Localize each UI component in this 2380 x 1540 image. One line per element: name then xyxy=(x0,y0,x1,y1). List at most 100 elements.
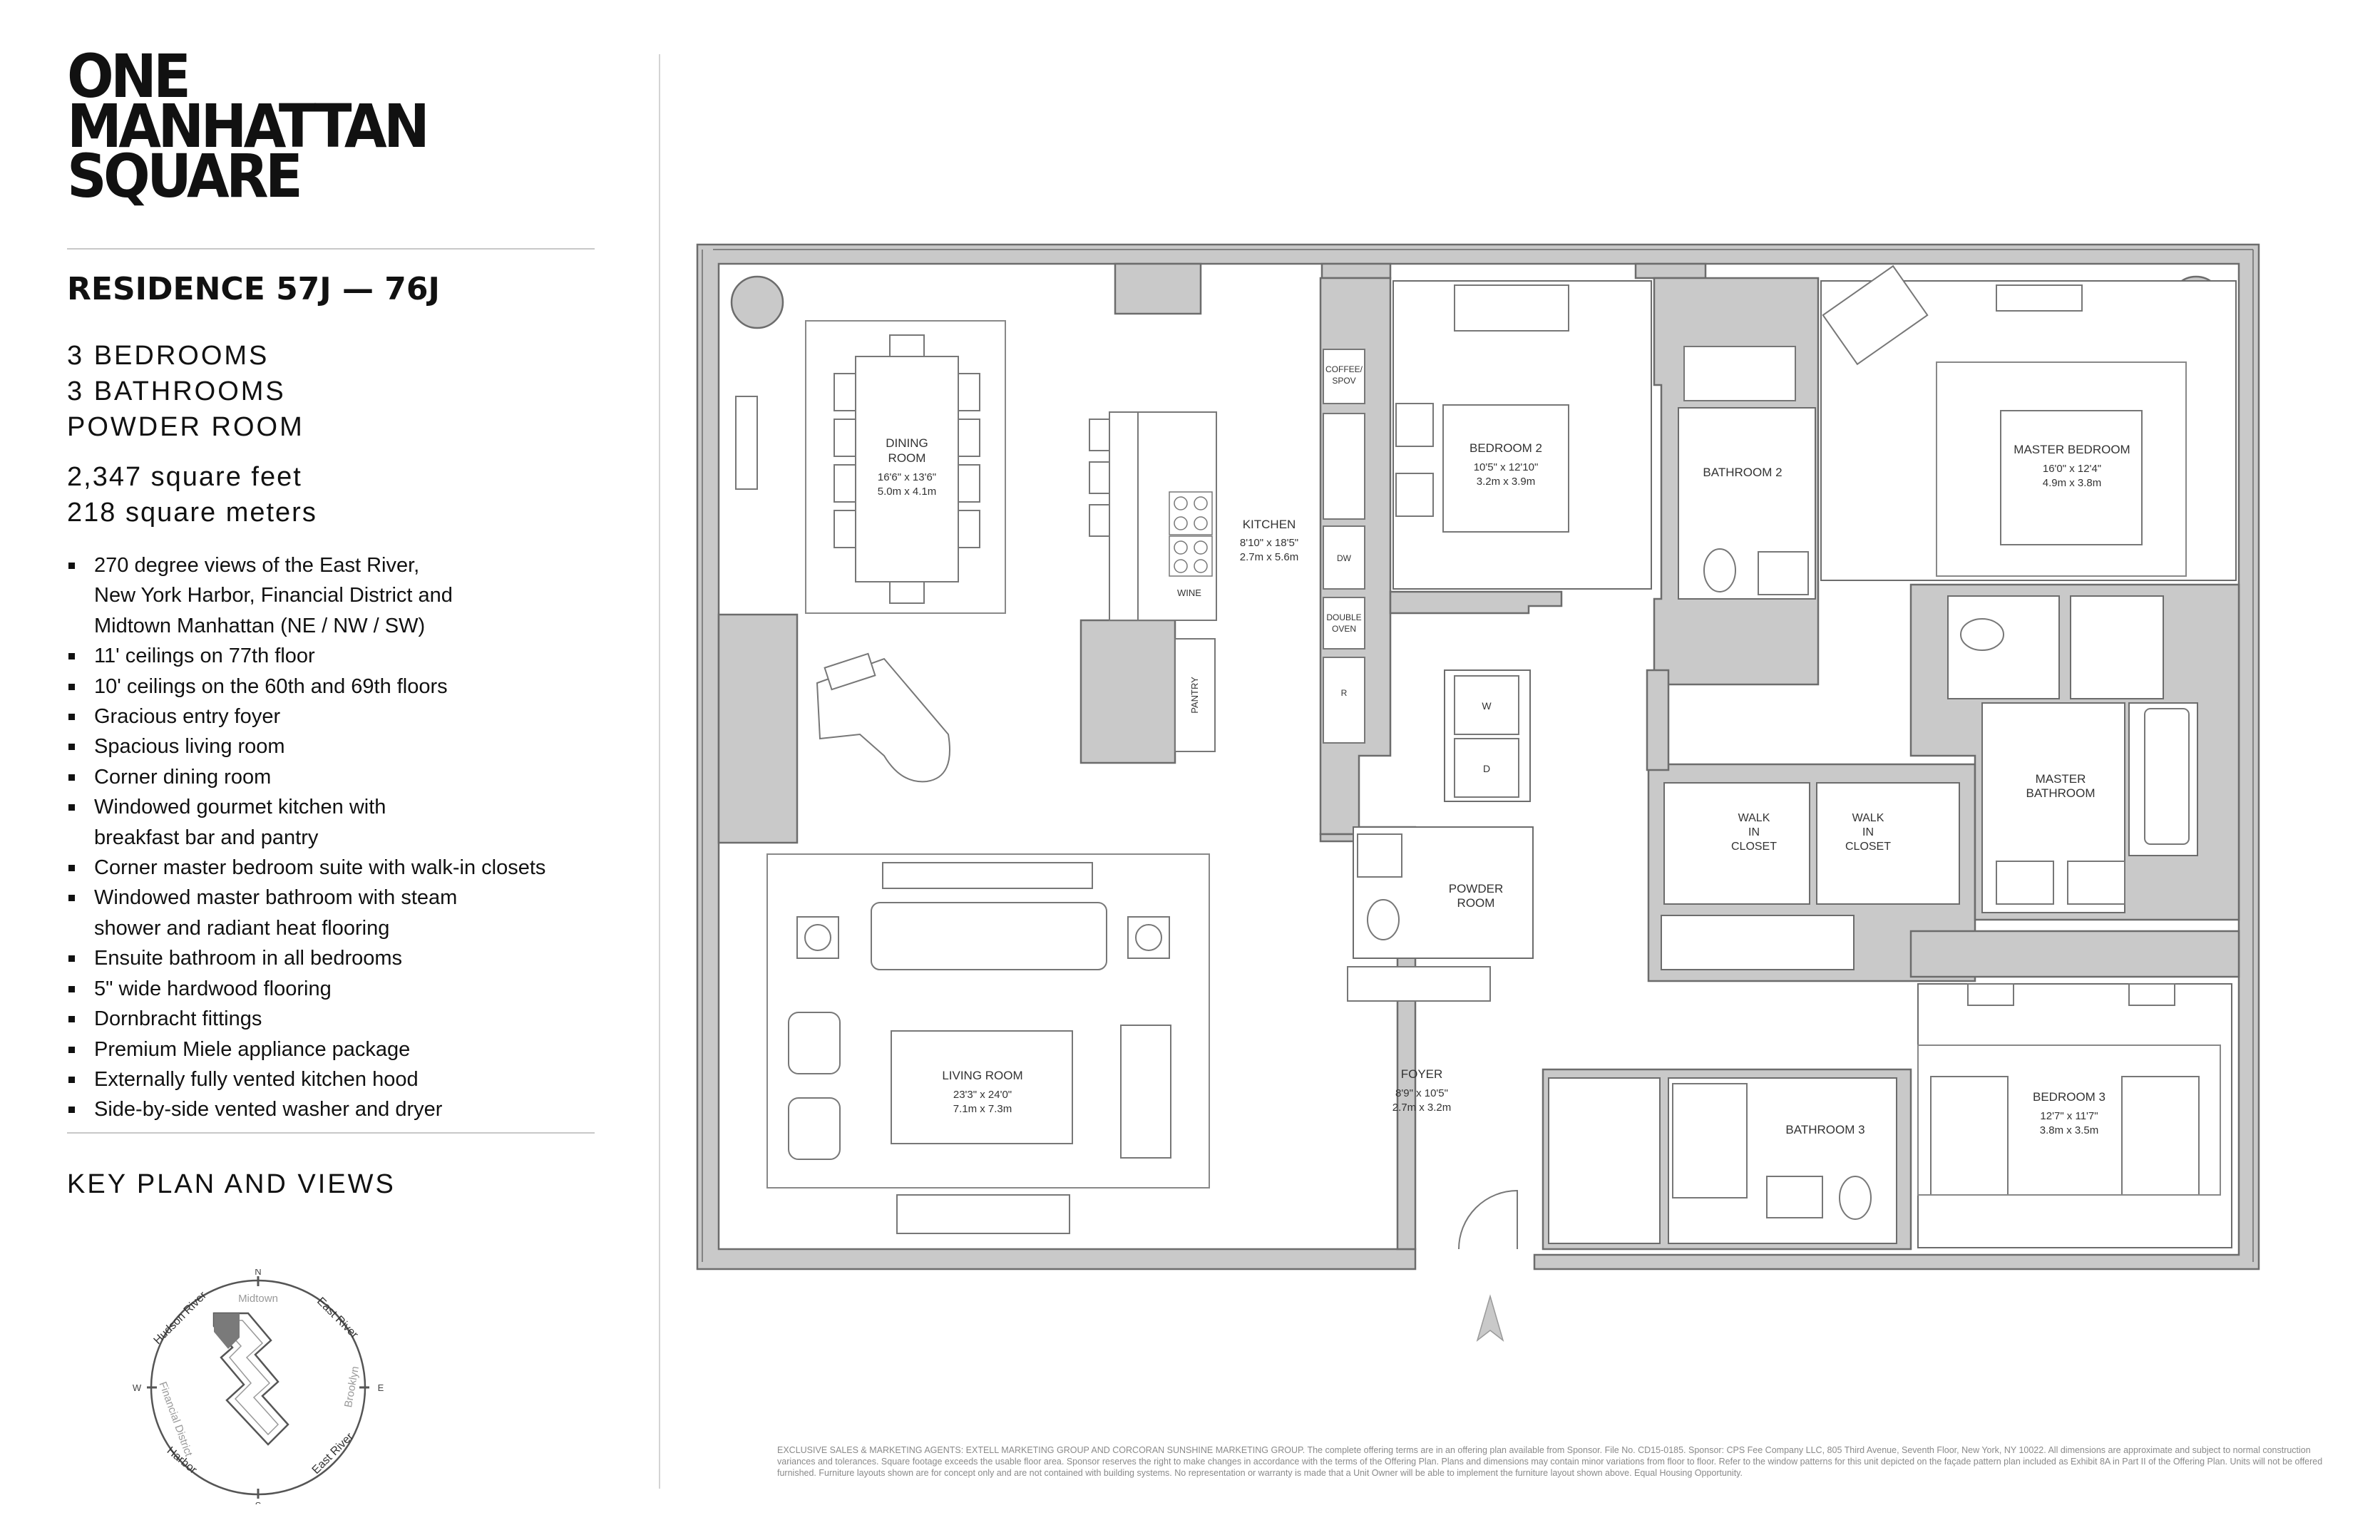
view-midtown: Midtown xyxy=(238,1293,278,1305)
piano xyxy=(816,657,950,783)
living-dim-ft: 23'3" x 24'0" xyxy=(953,1089,1012,1101)
master-bedroom-dim-m: 4.9m x 3.8m xyxy=(2043,477,2102,489)
powder-room-label: POWDER ROOM xyxy=(67,412,304,442)
foyer-label: FOYER xyxy=(1401,1067,1443,1081)
brand-line-1: ONE xyxy=(67,41,191,111)
brand-logo: ONE MANHATTAN SQUARE xyxy=(67,41,430,211)
master-bedroom-label: MASTER BEDROOM xyxy=(2014,443,2130,456)
feature-item: Windowed master bathroom with steam xyxy=(67,883,545,913)
unit-area: 2,347 square feet 218 square meters xyxy=(67,459,317,530)
kitchen-dim-m: 2.7m x 5.6m xyxy=(1240,551,1299,563)
compass-s: S xyxy=(255,1500,262,1504)
feature-item: 11' ceilings on 77th floor xyxy=(67,641,545,671)
coffee-table xyxy=(891,1030,1073,1144)
master-sink-1 xyxy=(1996,861,2054,905)
sofa xyxy=(871,902,1107,970)
living-rug xyxy=(766,853,1210,1189)
foyer-dim-ft: 8'9" x 10'5" xyxy=(1395,1087,1448,1099)
piano-bench xyxy=(824,652,876,691)
feature-item: Corner master bedroom suite with walk-in… xyxy=(67,853,545,883)
pantry-shelves xyxy=(1174,638,1216,752)
dining-rug xyxy=(805,320,1006,614)
dining-dim-m: 5.0m x 4.1m xyxy=(878,486,937,498)
media-console xyxy=(896,1194,1070,1234)
walk-in-closet-1 xyxy=(1663,782,1810,905)
feature-item: breakfast bar and pantry xyxy=(94,826,319,849)
left-pier xyxy=(717,613,799,844)
powder-label-1: POWDER xyxy=(1449,882,1504,895)
feature-item: New York Harbor, Financial District and xyxy=(94,584,453,607)
living-console xyxy=(882,862,1093,889)
view-east-river-bottom: East River xyxy=(310,1430,357,1477)
master-tub xyxy=(2144,708,2190,845)
foyer-dim-m: 2.7m x 3.2m xyxy=(1392,1102,1452,1114)
feature-item: 10' ceilings on the 60th and 69th floors xyxy=(67,672,545,702)
dining-chairs xyxy=(833,334,980,604)
bedroom3-top-wall xyxy=(1909,930,2240,978)
washer xyxy=(1454,675,1519,735)
key-plan: N S W E Hudson River Midtown East River … xyxy=(133,1269,384,1504)
feature-item: Dornbracht fittings xyxy=(67,1004,545,1034)
building-outline xyxy=(212,1312,289,1446)
dw-label: DW xyxy=(1337,553,1352,563)
bathroom3-sink xyxy=(1766,1176,1823,1218)
closet2-label-2: IN xyxy=(1862,826,1874,838)
floor-plan: DINING ROOM 16'6" x 13'6" 5.0m x 4.1m WI… xyxy=(696,243,2260,1343)
feature-item: Ensuite bathroom in all bedrooms xyxy=(67,943,545,973)
dining-label-2: ROOM xyxy=(888,451,926,465)
fridge-label: R xyxy=(1341,688,1348,698)
breakfast-bar xyxy=(1109,411,1139,621)
master-bedroom-dim-ft: 16'0" x 12'4" xyxy=(2043,463,2101,475)
bedroom3-dim-m: 3.8m x 3.5m xyxy=(2040,1124,2099,1136)
oven-label-2: OVEN xyxy=(1332,624,1356,634)
feature-item: Gracious entry foyer xyxy=(67,702,545,732)
bathroom2-sink xyxy=(1758,551,1809,595)
bedroom3-desk-1 xyxy=(1967,983,2014,1006)
feature-item: Windowed gourmet kitchen with xyxy=(67,792,545,822)
bedrooms-count: 3 BEDROOMS xyxy=(67,341,270,371)
brand-line-2: MANHATTAN xyxy=(67,91,430,161)
closet-wall-left xyxy=(1646,669,1670,771)
kitchen-label: KITCHEN xyxy=(1243,518,1296,531)
dining-label-1: DINING xyxy=(886,436,928,450)
dining-sideboard xyxy=(735,396,758,490)
powder-toilet xyxy=(1367,899,1400,940)
kitchen-dim-ft: 8'10" x 18'5" xyxy=(1240,537,1298,549)
bedroom2-dim-m: 3.2m x 3.9m xyxy=(1477,476,1536,488)
view-east-river-top: East River xyxy=(314,1295,361,1342)
master-shower xyxy=(2070,595,2164,699)
feature-item: 270 degree views of the East River, xyxy=(67,550,545,580)
wine-label: WINE xyxy=(1177,587,1201,598)
master-bath-label-1: MASTER xyxy=(2036,772,2086,786)
master-bed xyxy=(2000,410,2143,545)
sink-counter xyxy=(1323,413,1365,520)
bedroom2-bed xyxy=(1442,404,1569,533)
master-rug xyxy=(1936,361,2187,577)
unit-location-marker xyxy=(214,1313,240,1349)
brand-line-3: SQUARE xyxy=(67,141,303,211)
cooktop xyxy=(1169,491,1213,577)
dining-dim-ft: 16'6" x 13'6" xyxy=(878,471,936,483)
foyer-console xyxy=(1347,966,1491,1002)
coffee-label-2: SPOV xyxy=(1332,376,1355,386)
feature-item: Premium Miele appliance package xyxy=(67,1035,545,1064)
bedroom2-lower-wall xyxy=(1389,590,1563,615)
bathroom3-toilet xyxy=(1839,1176,1872,1220)
walk-in-closet-2 xyxy=(1816,782,1960,905)
master-wc xyxy=(1947,595,2060,699)
square-meters: 218 square meters xyxy=(67,498,317,528)
bedroom2-nightstands xyxy=(1395,403,1434,517)
master-armchair xyxy=(1822,265,1929,366)
view-hudson-river: Hudson River xyxy=(152,1289,210,1347)
view-brooklyn: Brooklyn xyxy=(342,1365,361,1408)
coat-closet xyxy=(1548,1077,1661,1244)
armchairs xyxy=(788,1012,841,1160)
feature-item: Corner dining room xyxy=(67,762,545,792)
bedroom2-desk xyxy=(1454,284,1569,332)
living-dim-m: 7.1m x 7.3m xyxy=(953,1103,1012,1115)
entry-arrow-icon xyxy=(1476,1294,1504,1343)
feature-item: Midtown Manhattan (NE / NW / SW) xyxy=(94,614,426,637)
dining-table xyxy=(855,356,959,582)
side-tables xyxy=(796,916,1170,959)
feature-item: Externally fully vented kitchen hood xyxy=(67,1064,545,1094)
